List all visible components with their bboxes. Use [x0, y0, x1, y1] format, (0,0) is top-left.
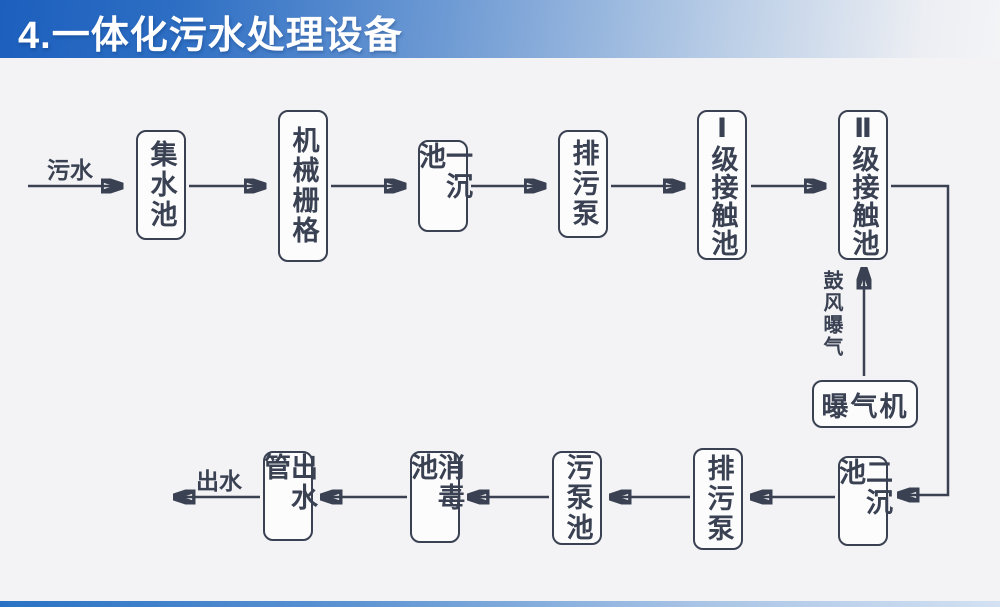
node-outlet-pipe: 出水管 — [260, 451, 317, 541]
outflow-label: 出水 — [196, 468, 242, 494]
node-secondary-sedimentation: 二沉池 — [835, 456, 892, 546]
flow-diagram: 污水 出水 鼓风曝气 集水池 机械栅格 一沉池 排污泵 Ⅰ级接触池 Ⅱ级接触池 … — [0, 58, 1000, 601]
node-sludge-pump-tank: 污泵池 — [552, 451, 602, 545]
page-title: 4.一体化污水处理设备 — [18, 15, 403, 57]
node-primary-sedimentation: 一沉池 — [415, 140, 472, 232]
aeration-flow-label: 鼓风曝气 — [820, 270, 842, 358]
node-collecting-tank: 集水池 — [136, 130, 186, 240]
bottom-accent-bar — [0, 601, 1000, 607]
node-aerator: 曝气机 — [812, 380, 918, 428]
flow-connectors — [28, 58, 950, 601]
node-sewage-pump-bottom: 排污泵 — [693, 448, 743, 550]
node-sewage-pump-top: 排污泵 — [558, 130, 608, 238]
arrow-level2-to-secondary — [891, 184, 950, 495]
inflow-label: 污水 — [47, 157, 93, 183]
title-bar: 4.一体化污水处理设备 — [0, 0, 1000, 58]
node-level1-contact-tank: Ⅰ级接触池 — [697, 110, 747, 260]
node-mechanical-grid: 机械栅格 — [278, 110, 328, 262]
node-level2-contact-tank: Ⅱ级接触池 — [838, 110, 888, 260]
node-disinfection-tank: 消毒池 — [407, 451, 464, 543]
